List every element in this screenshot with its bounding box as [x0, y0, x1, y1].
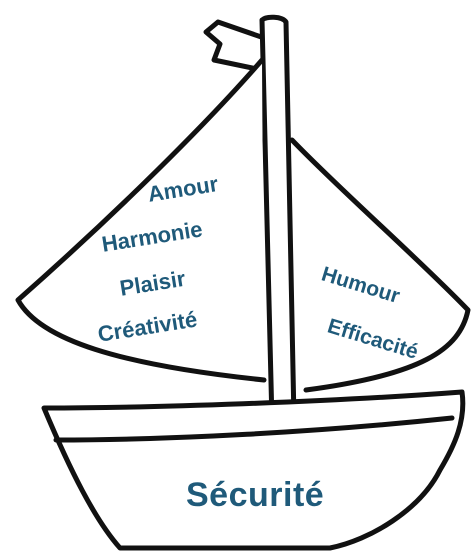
hull-label: Sécurité [186, 476, 324, 515]
hull [44, 392, 463, 548]
mast [262, 17, 294, 422]
